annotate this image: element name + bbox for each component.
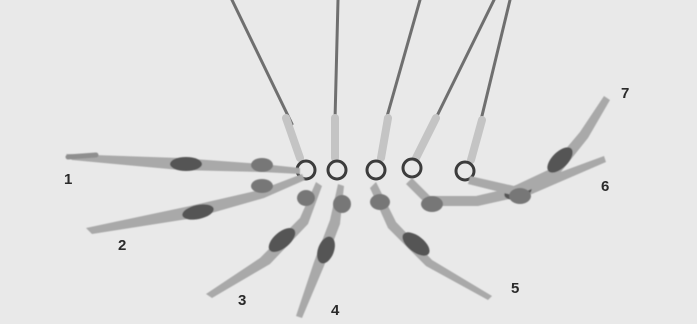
- position-label-3: 3: [238, 293, 246, 308]
- rings: [297, 159, 474, 180]
- position-label-4: 4: [331, 303, 339, 318]
- ring-2: [328, 161, 346, 179]
- position-label-2: 2: [118, 238, 126, 253]
- position-label-5: 5: [511, 281, 519, 296]
- strap-4: [416, 118, 436, 158]
- cable-2: [335, 0, 338, 120]
- ring-3: [367, 161, 385, 179]
- gymnast-position-2: [86, 174, 305, 234]
- ring-straps: [286, 118, 482, 160]
- strap-5: [471, 120, 482, 160]
- gymnast-position-6: [406, 156, 606, 212]
- gymnast-position-1: [66, 154, 300, 174]
- position-label-1: 1: [64, 172, 72, 187]
- cable-3: [386, 0, 420, 120]
- cable-1: [232, 0, 292, 124]
- ring-cables: [232, 0, 510, 124]
- position-label-6: 6: [601, 179, 609, 194]
- ring-4: [403, 159, 421, 177]
- strap-3: [381, 118, 388, 158]
- position-label-7: 7: [621, 86, 629, 101]
